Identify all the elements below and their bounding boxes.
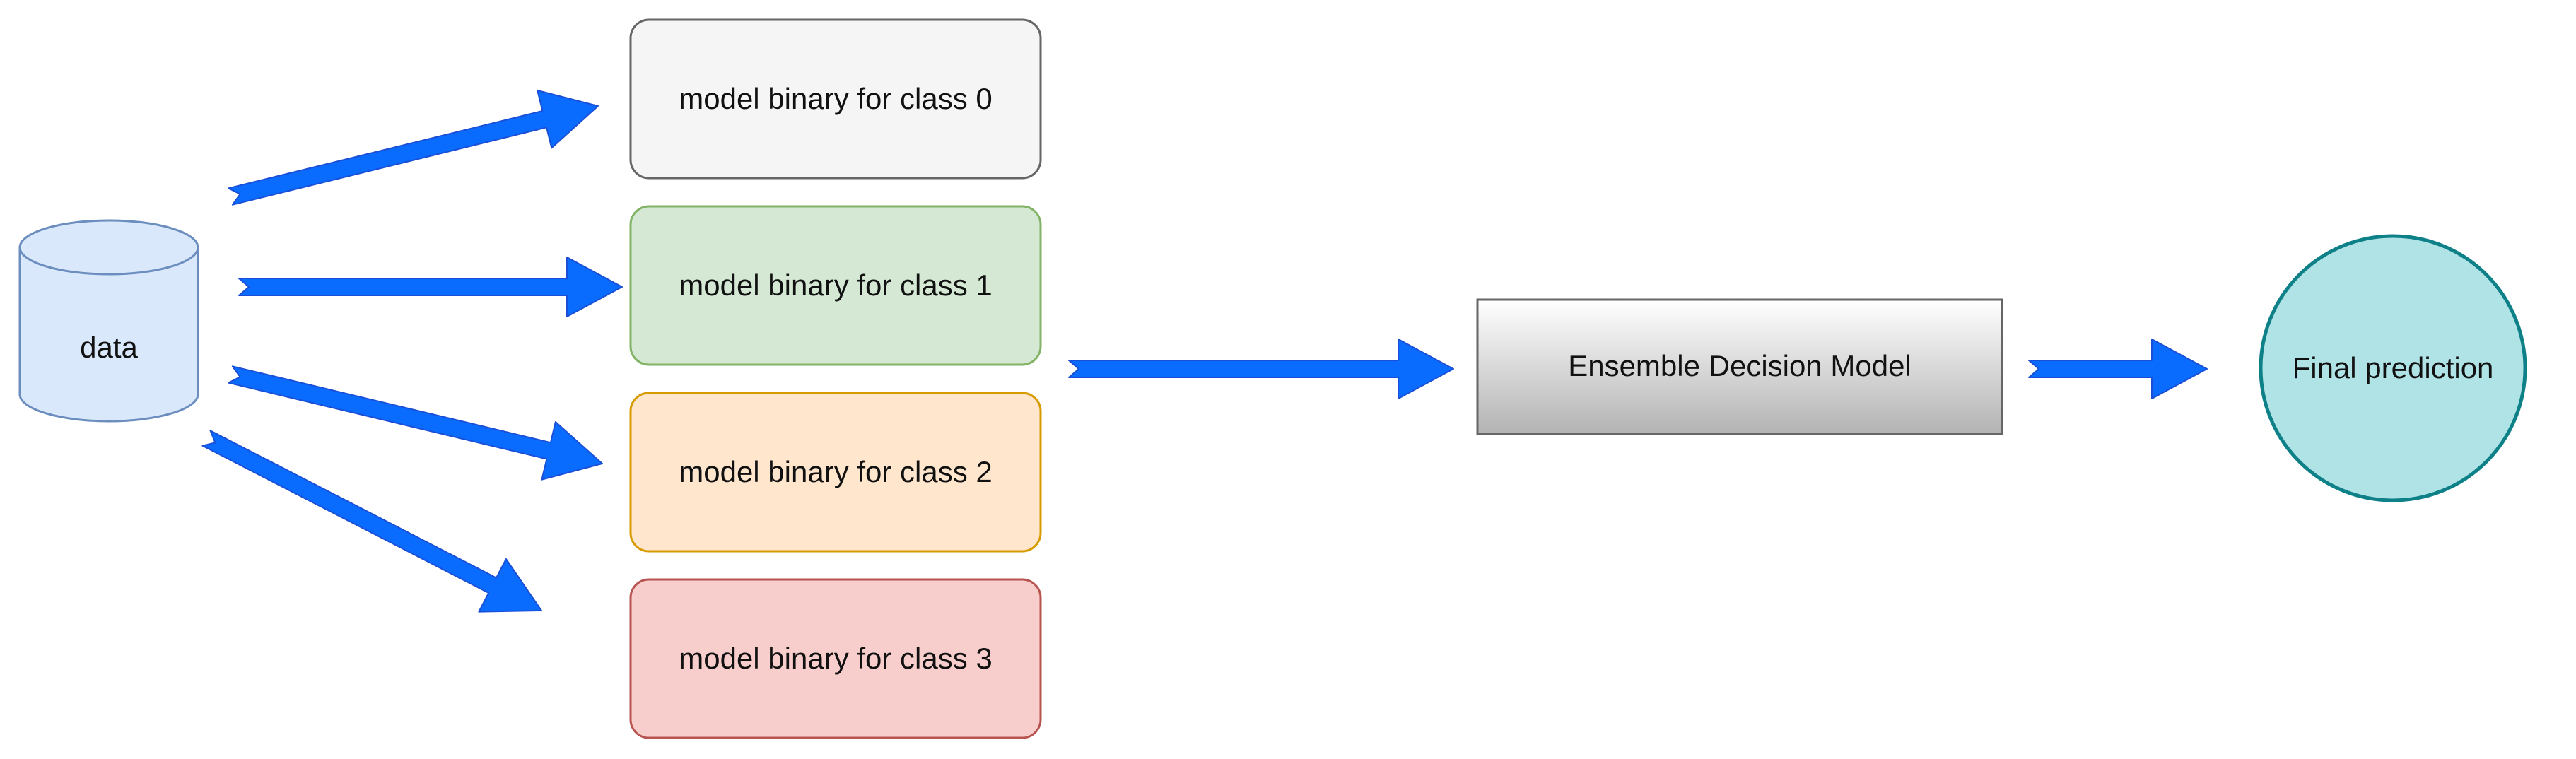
arrow-data-to-class-model-3	[201, 430, 542, 613]
class-model-1-label: model binary for class 1	[679, 269, 993, 302]
class-model-0-label: model binary for class 0	[679, 82, 993, 115]
class-model-3-label: model binary for class 3	[679, 642, 993, 675]
class-model-1: model binary for class 1	[629, 205, 1042, 366]
final-label: Final prediction	[2293, 351, 2494, 384]
class-model-3: model binary for class 3	[629, 578, 1042, 739]
arrow-data-to-class-model-1	[238, 257, 623, 317]
class-model-0-box	[629, 18, 1042, 180]
final-node: Final prediction	[2259, 234, 2527, 502]
data-node: data	[18, 219, 199, 423]
arrow-ensemble-to-final	[2028, 339, 2208, 399]
arrows-layer	[201, 89, 2208, 613]
ensemble-node: Ensemble Decision Model	[1476, 298, 2003, 435]
class-model-1-box	[629, 205, 1042, 366]
class-model-2-box	[629, 392, 1042, 553]
arrow-data-to-class-model-0	[228, 89, 599, 206]
class-model-2: model binary for class 2	[629, 392, 1042, 553]
class-model-0: model binary for class 0	[629, 18, 1042, 180]
data-cylinder-body	[18, 247, 199, 423]
final-prediction-circle	[2259, 234, 2527, 502]
data-cylinder-top	[18, 219, 199, 276]
arrow-data-to-class-model-2	[228, 365, 603, 481]
class-model-3-box	[629, 578, 1042, 739]
ensemble-box	[1476, 298, 2003, 435]
arrow-class-models-to-ensemble	[1068, 339, 1454, 399]
data-label: data	[80, 331, 138, 364]
ensemble-label: Ensemble Decision Model	[1568, 349, 1911, 382]
class-model-2-label: model binary for class 2	[679, 455, 993, 488]
